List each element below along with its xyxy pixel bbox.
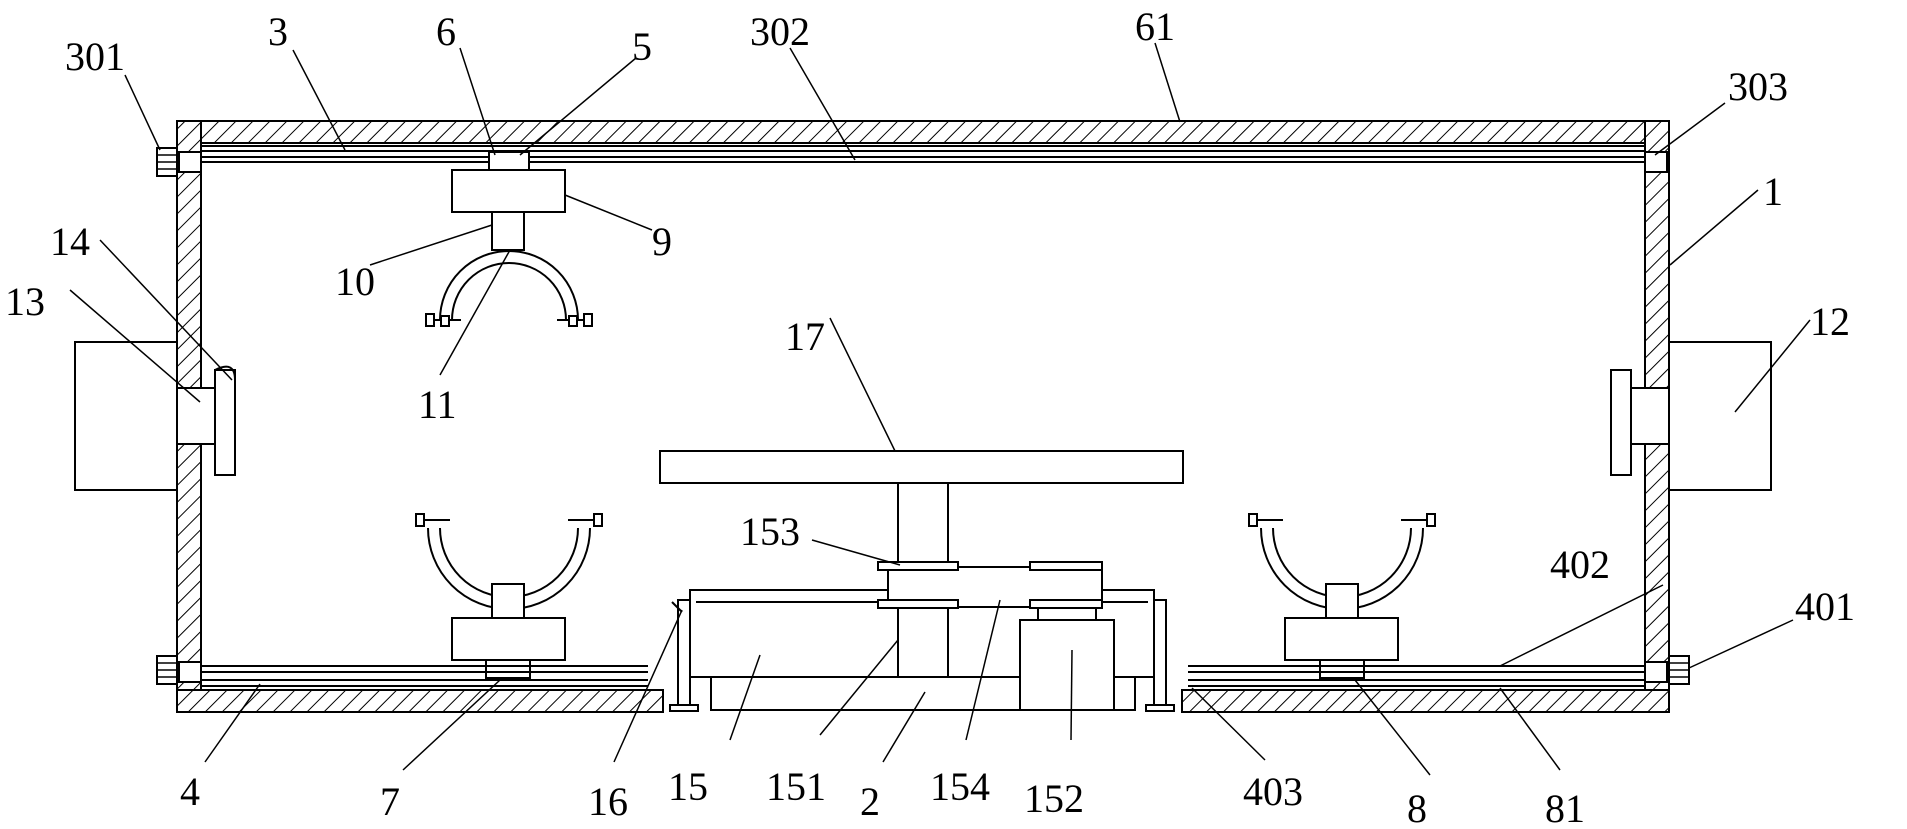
label-302: 302 [750, 9, 810, 54]
label-1: 1 [1763, 169, 1783, 214]
label-17: 17 [785, 314, 825, 359]
top-screw-rail [156, 145, 1668, 177]
label-4: 4 [180, 769, 200, 814]
label-3: 3 [268, 9, 288, 54]
bottom-left-clamp-assembly [156, 513, 648, 687]
label-7: 7 [380, 779, 400, 824]
bottom-right-clamp-assembly [1188, 513, 1690, 687]
label-2: 2 [860, 779, 880, 824]
label-152: 152 [1024, 776, 1084, 821]
label-401: 401 [1795, 584, 1855, 629]
label-154: 154 [930, 764, 990, 809]
leader-lines [69, 42, 1811, 776]
label-303: 303 [1728, 64, 1788, 109]
label-301: 301 [65, 34, 125, 79]
label-153: 153 [740, 509, 800, 554]
label-12: 12 [1810, 299, 1850, 344]
label-402: 402 [1550, 542, 1610, 587]
label-10: 10 [335, 259, 375, 304]
label-81: 81 [1545, 786, 1585, 829]
label-8: 8 [1407, 786, 1427, 829]
part-labels: 301 3 6 5 302 61 303 1 9 14 10 13 11 12 … [5, 4, 1855, 829]
right-motor [1610, 341, 1772, 491]
center-turntable-assembly [659, 450, 1184, 712]
label-5: 5 [632, 24, 652, 69]
label-9: 9 [652, 219, 672, 264]
label-14: 14 [50, 219, 90, 264]
label-6: 6 [436, 9, 456, 54]
label-11: 11 [418, 382, 457, 427]
label-403: 403 [1243, 769, 1303, 814]
label-61: 61 [1135, 4, 1175, 49]
label-15: 15 [668, 764, 708, 809]
label-13: 13 [5, 279, 45, 324]
label-151: 151 [766, 764, 826, 809]
top-clamp-assembly [425, 151, 593, 327]
label-16: 16 [588, 779, 628, 824]
